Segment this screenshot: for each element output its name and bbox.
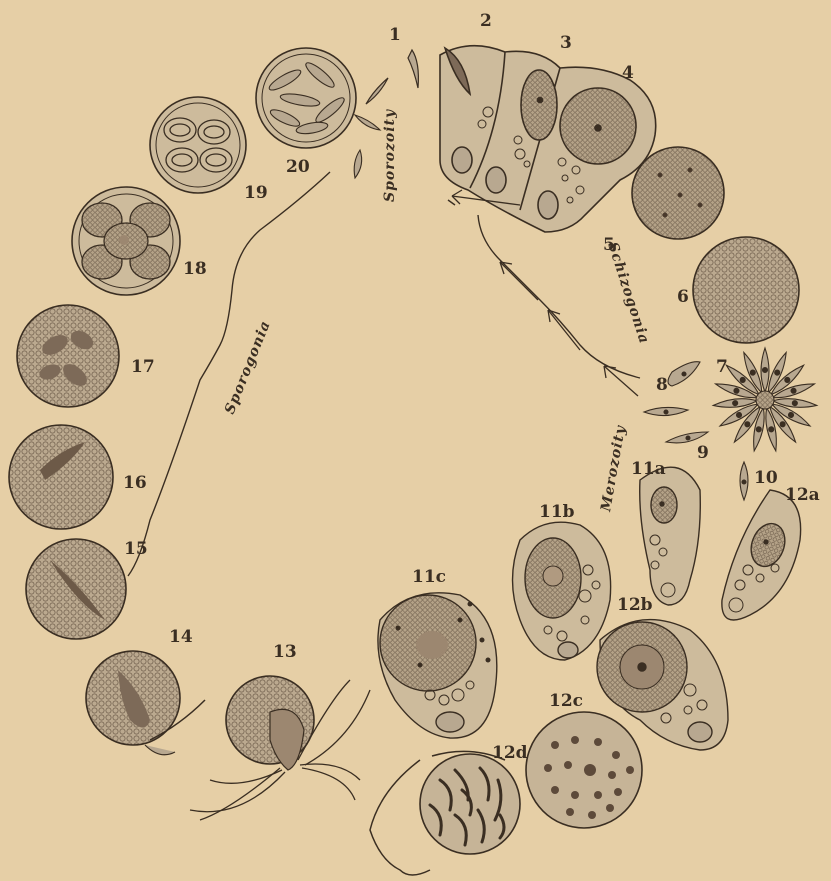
phase-label-merozoity: Merozoity (598, 424, 629, 514)
stage-20 (256, 48, 380, 178)
stage-6-schizont (693, 237, 799, 343)
label-14: 14 (169, 627, 193, 647)
label-3: 3 (560, 33, 572, 53)
stage-12a (722, 490, 801, 620)
label-13: 13 (273, 642, 297, 662)
label-7: 7 (716, 357, 728, 377)
label-8: 8 (656, 375, 668, 395)
stage-11b (513, 522, 611, 660)
stage-1-sporozoites (366, 50, 418, 104)
stage-5-schizont (632, 147, 724, 239)
stage-15 (26, 539, 126, 639)
stage-12c (526, 712, 642, 828)
label-18: 18 (183, 259, 207, 279)
label-9: 9 (697, 443, 709, 463)
stage-13 (190, 676, 370, 820)
stage-7-rosette (713, 348, 817, 452)
stage-16 (9, 425, 113, 529)
label-11a: 11a (631, 459, 666, 479)
label-19: 19 (244, 183, 268, 203)
stage-11c (378, 593, 497, 738)
label-11b: 11b (539, 502, 575, 522)
stage-11a (640, 467, 701, 605)
label-11c: 11c (412, 567, 446, 587)
phase-label-sporogonia: Sporogonia (222, 318, 274, 416)
stage-14 (86, 651, 205, 755)
stage-19 (150, 97, 246, 193)
label-12c: 12c (549, 691, 583, 711)
stage-12d (370, 751, 520, 875)
label-6: 6 (677, 287, 689, 307)
phase-label-sporozoity: Sporozoity (382, 109, 398, 202)
label-20: 20 (286, 157, 310, 177)
phase-label-schizogonia: Schizogonia (604, 240, 652, 346)
label-15: 15 (124, 539, 148, 559)
label-16: 16 (123, 473, 147, 493)
label-12a: 12a (785, 485, 820, 505)
stage-17 (17, 305, 119, 407)
label-12d: 12d (492, 743, 528, 763)
label-1: 1 (389, 25, 401, 45)
label-17: 17 (131, 357, 155, 377)
label-12b: 12b (617, 595, 653, 615)
label-4: 4 (622, 63, 634, 83)
label-2: 2 (480, 11, 492, 31)
label-10: 10 (754, 468, 778, 488)
stage-18 (72, 187, 180, 295)
